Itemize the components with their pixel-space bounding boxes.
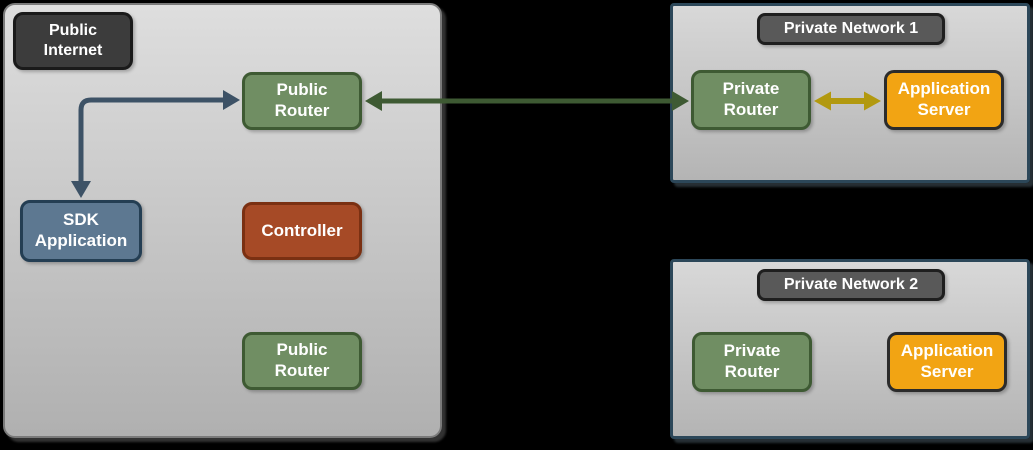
node-public-router-bottom: Public Router xyxy=(242,332,362,390)
node-label: Private Router xyxy=(723,341,781,381)
node-application-server-2: Application Server xyxy=(887,332,1007,392)
private-network-2-title: Private Network 2 xyxy=(783,276,919,294)
node-label: Controller xyxy=(261,220,343,240)
node-public-router-top: Public Router xyxy=(242,72,362,130)
private-network-1-title-badge: Private Network 1 xyxy=(757,13,945,45)
node-label: Private Router xyxy=(722,79,780,119)
node-label: Application Server xyxy=(900,341,994,381)
node-label: SDK Application xyxy=(34,210,128,250)
public-internet-badge-label: Public Internet xyxy=(43,22,103,59)
node-label: Public Router xyxy=(274,340,330,380)
public-internet-badge: Public Internet xyxy=(13,12,133,70)
node-private-router-1: Private Router xyxy=(691,70,811,130)
node-application-server-1: Application Server xyxy=(884,70,1004,130)
node-label: Application Server xyxy=(897,79,991,119)
node-controller: Controller xyxy=(242,202,362,260)
private-network-2-title-badge: Private Network 2 xyxy=(757,269,945,301)
node-private-router-2: Private Router xyxy=(692,332,812,392)
private-network-1-title: Private Network 1 xyxy=(783,20,919,38)
node-label: Public Router xyxy=(274,80,330,120)
node-sdk-application: SDK Application xyxy=(20,200,142,262)
